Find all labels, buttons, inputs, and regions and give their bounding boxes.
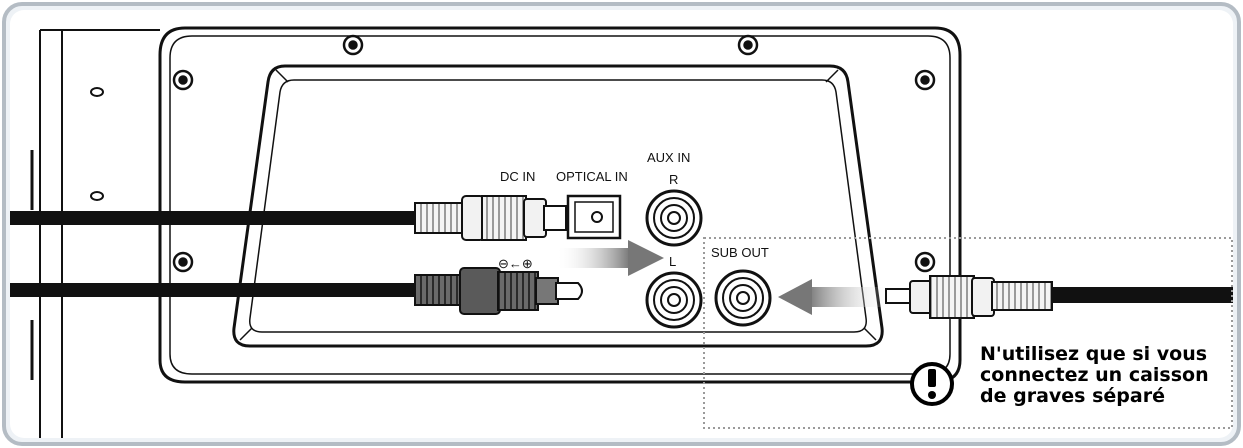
sub-out-label: SUB OUT bbox=[711, 245, 769, 260]
recessed-panel-inner bbox=[249, 79, 867, 333]
plate-screws bbox=[172, 34, 936, 273]
optical-in-label: OPTICAL IN bbox=[556, 169, 628, 184]
device-body bbox=[30, 29, 160, 438]
exclamation-icon bbox=[910, 362, 954, 406]
optical-cable-left bbox=[10, 283, 420, 297]
optical-plug bbox=[414, 267, 583, 315]
optical-in-port bbox=[566, 194, 622, 240]
panel-corner-marks bbox=[239, 69, 877, 341]
sub-out-note: N'utilisez que si vous connectez un cais… bbox=[980, 344, 1238, 407]
aux-r-label: R bbox=[669, 172, 678, 187]
arrow-icon bbox=[556, 240, 664, 276]
sub-plug bbox=[885, 275, 1053, 319]
sub-cable bbox=[1050, 287, 1233, 303]
aux-in-l-jack bbox=[645, 271, 703, 329]
dc-in-label: DC IN bbox=[500, 169, 535, 184]
screw-small-top bbox=[90, 87, 104, 97]
aux-in-label: AUX IN bbox=[647, 150, 690, 165]
sub-out-jack bbox=[714, 269, 772, 327]
screw-small-mid bbox=[90, 191, 104, 201]
dc-plug bbox=[414, 195, 567, 241]
arrow-icon bbox=[778, 279, 892, 315]
aux-in-r-jack bbox=[645, 189, 703, 247]
note-line-3: de graves séparé bbox=[980, 385, 1165, 407]
polarity-symbol: ⊖←⊕ bbox=[498, 256, 533, 271]
dc-cable bbox=[10, 211, 420, 225]
aux-l-label: L bbox=[669, 254, 676, 269]
note-line-2: connectez un caisson bbox=[980, 364, 1209, 386]
sub-out-note-box bbox=[703, 237, 1233, 429]
note-line-1: N'utilisez que si vous bbox=[980, 343, 1208, 365]
